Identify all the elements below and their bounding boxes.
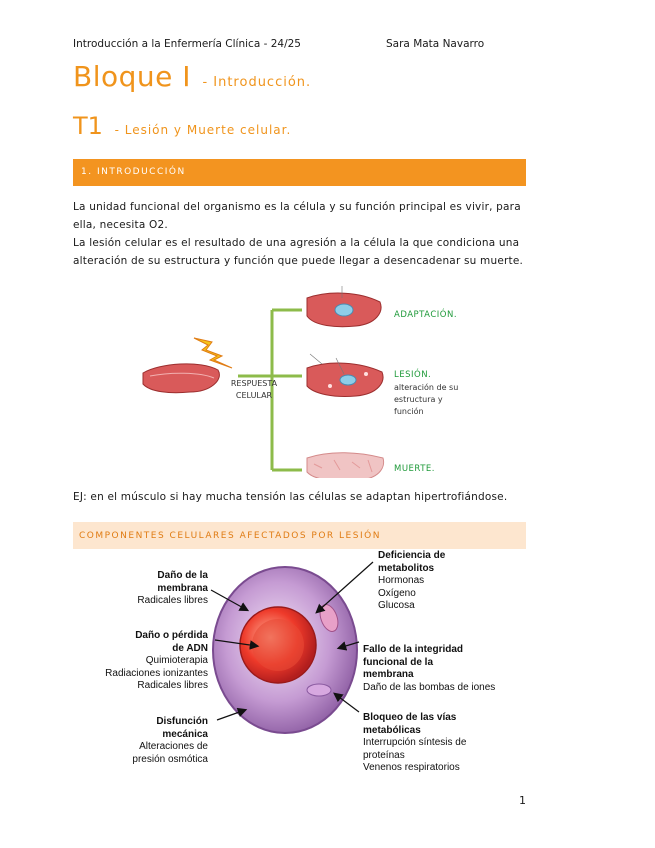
page-number: 1 <box>519 794 526 807</box>
membrane-integrity-title: Fallo de la integridad funcional de la m… <box>363 644 473 682</box>
dna-damage-item-3: Radicales libres <box>137 680 208 691</box>
mechanical-dysfunction-item: Alteraciones de presión osmótica <box>128 741 208 766</box>
mechanical-dysfunction-title: Disfunción mecánica <box>138 716 208 741</box>
topic-title-subtitle: - Lesión y Muerte celular. <box>115 123 292 137</box>
death-label: MUERTE. <box>394 464 435 474</box>
mechanical-dysfunction-callout: Disfunción mecánica Alteraciones de pres… <box>73 716 208 766</box>
block-title: Bloque I - Introducción. <box>73 60 311 93</box>
section-heading-components-text: COMPONENTES CELULARES AFECTADOS POR LESI… <box>79 531 381 541</box>
metabolite-item-2: Oxígeno <box>378 588 416 599</box>
section-heading-introduction: 1. INTRODUCCIÓN <box>73 159 526 186</box>
metabolite-deficiency-callout: Deficiencia de metabolitos Hormonas Oxíg… <box>378 550 518 613</box>
intro-paragraph-2: La lesión celular es el resultado de una… <box>73 234 526 270</box>
section-heading-components: COMPONENTES CELULARES AFECTADOS POR LESI… <box>73 522 526 549</box>
membrane-integrity-item: Daño de las bombas de iones <box>363 682 495 693</box>
dna-damage-item-1: Quimioterapia <box>146 655 208 666</box>
membrane-integrity-callout: Fallo de la integridad funcional de la m… <box>363 644 523 694</box>
block-title-subtitle: - Introducción. <box>202 75 311 90</box>
cell-response-illustration <box>0 268 655 478</box>
topic-title: T1 - Lesión y Muerte celular. <box>73 112 291 140</box>
metabolite-item-3: Glucosa <box>378 600 415 611</box>
metabolic-pathways-item-1: Interrupción síntesis de proteínas <box>363 737 478 762</box>
dna-damage-title: Daño o pérdida de ADN <box>128 630 208 655</box>
block-title-main: Bloque I <box>73 60 191 93</box>
lesion-label: LESIÓN. <box>394 370 431 380</box>
section-heading-text: 1. INTRODUCCIÓN <box>81 167 186 177</box>
center-label-cell-response: RESPUESTA CELULAR <box>224 378 284 402</box>
membrane-damage-callout: Daño de la membrana Radicales libres <box>73 570 208 608</box>
metabolic-pathways-callout: Bloqueo de las vías metabólicas Interrup… <box>363 712 523 775</box>
running-header-author: Sara Mata Navarro <box>386 38 484 50</box>
metabolite-item-1: Hormonas <box>378 575 424 586</box>
example-paragraph: EJ: en el músculo si hay mucha tensión l… <box>73 488 526 506</box>
topic-title-main: T1 <box>73 112 103 140</box>
dna-damage-item-2: Radiaciones ionizantes <box>105 668 208 679</box>
cell-response-diagram: RESPUESTA CELULAR ADAPTACIÓN. LESIÓN. al… <box>0 268 655 478</box>
normal-cell-image <box>143 364 219 393</box>
dna-damage-callout: Daño o pérdida de ADN Quimioterapia Radi… <box>73 630 208 693</box>
metabolic-pathways-item-2: Venenos respiratorios <box>363 762 460 773</box>
intro-paragraph-1: La unidad funcional del organismo es la … <box>73 198 526 234</box>
membrane-damage-title: Daño de la membrana <box>148 570 208 595</box>
cell-components-diagram: Daño de la membrana Radicales libres Dañ… <box>73 550 526 785</box>
metabolic-pathways-title: Bloqueo de las vías metabólicas <box>363 712 463 737</box>
metabolite-deficiency-title: Deficiencia de metabolitos <box>378 550 448 575</box>
dead-cell-image <box>307 453 384 478</box>
lesion-detail-label: alteración de su estructura y función <box>394 382 464 418</box>
membrane-damage-item: Radicales libres <box>137 595 208 606</box>
running-header-course: Introducción a la Enfermería Clínica - 2… <box>73 38 301 50</box>
adaptation-label: ADAPTACIÓN. <box>394 310 457 320</box>
lightning-bolt-icon <box>194 338 232 368</box>
